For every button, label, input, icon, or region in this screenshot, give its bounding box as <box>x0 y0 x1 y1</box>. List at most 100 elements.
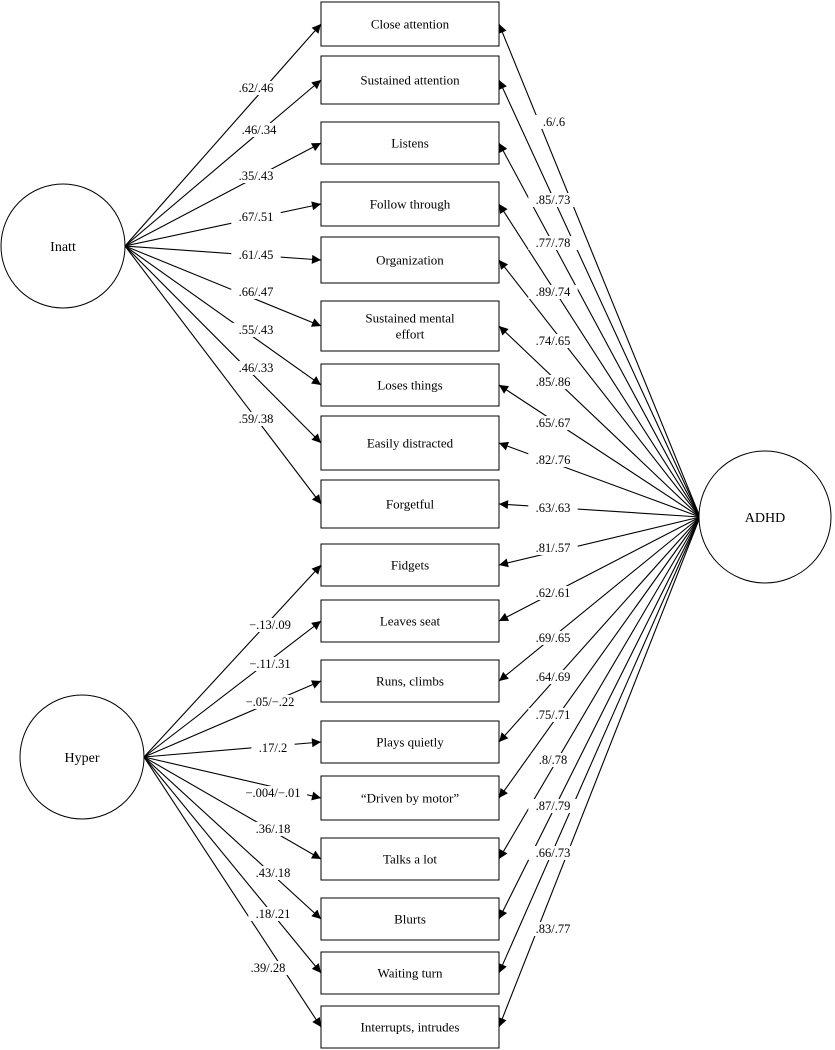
path-inatt-to-indicator <box>124 142 322 247</box>
indicator-box-rect <box>320 181 500 227</box>
path-adhd-to-indicator <box>498 325 701 518</box>
path-adhd-to-indicator <box>498 23 701 518</box>
general-loading-label-bg <box>531 753 575 767</box>
indicator-label: Forgetful <box>386 497 435 512</box>
indicator-label: Blurts <box>394 912 426 927</box>
factor-hyper-circle <box>19 694 145 820</box>
path-adhd-to-indicator <box>498 516 701 1028</box>
path-adhd-to-indicator <box>498 516 701 743</box>
indicator-box-rect <box>320 415 500 471</box>
specific-loading-label: .66/.47 <box>239 285 274 299</box>
general-loading-label: .69/.65 <box>536 631 571 645</box>
indicator-box-rect <box>320 1 500 47</box>
specific-loading-label-bg <box>231 248 281 262</box>
indicator-label: Loses things <box>377 378 442 393</box>
specific-loading-label-bg <box>251 741 295 755</box>
indicator-box: Close attention <box>320 1 500 47</box>
indicator-box-rect <box>320 121 500 165</box>
specific-loading-label: .39/.28 <box>251 961 286 975</box>
specific-loading-label-bg <box>231 169 281 183</box>
indicator-box: Fidgets <box>320 543 500 587</box>
general-loading-label-bg <box>535 115 573 129</box>
general-loading-label: .6/.6 <box>543 115 565 129</box>
path-adhd-to-indicator <box>498 516 701 682</box>
indicator-box-rect <box>320 1005 500 1049</box>
general-loading-label-bg <box>528 501 578 515</box>
specific-loading-label-bg <box>231 361 281 375</box>
general-loading-label-bg <box>528 586 578 600</box>
indicator-box-rect <box>320 55 500 105</box>
indicator-box: Sustained attention <box>320 55 500 105</box>
indicator-box: Interrupts, intrudes <box>320 1005 500 1049</box>
specific-loading-label: −.13/.09 <box>249 618 291 632</box>
indicator-box: Listens <box>320 121 500 165</box>
specific-loading-label: .59/.38 <box>239 412 274 426</box>
path-inatt-to-indicator <box>124 245 322 444</box>
indicator-label: Close attention <box>371 17 450 32</box>
path-inatt-to-indicator <box>124 23 322 247</box>
indicator-box: Follow through <box>320 181 500 227</box>
specific-loading-label-bg <box>231 210 281 224</box>
indicator-box-rect <box>320 951 500 995</box>
indicator-label: Waiting turn <box>377 966 443 981</box>
general-loading-label: .81/.57 <box>536 541 571 555</box>
path-inatt-to-indicator <box>124 79 322 247</box>
general-loading-label: .85/.86 <box>536 375 571 389</box>
path-hyper-to-indicator <box>143 756 322 860</box>
specific-loading-label-bg <box>248 822 298 836</box>
general-loading-label-bg <box>528 193 578 207</box>
specific-loading-label: −.05/−.22 <box>246 695 295 709</box>
specific-loading-label: −.11/.31 <box>249 657 290 671</box>
general-loading-label: .85/.73 <box>536 193 571 207</box>
specific-loading-label-bg <box>248 866 298 880</box>
path-inatt-to-indicator <box>124 201 322 247</box>
general-loading-label: .62/.61 <box>536 586 571 600</box>
indicator-label: Plays quietly <box>376 735 444 750</box>
general-loading-label-bg <box>528 453 578 467</box>
specific-loading-label-bg <box>239 695 301 709</box>
specific-loading-label: −.004/−.01 <box>245 786 300 800</box>
indicator-box-rect <box>320 720 500 764</box>
general-loading-label: .87/.79 <box>536 799 571 813</box>
indicator-box: Waiting turn <box>320 951 500 995</box>
general-loading-label-bg <box>528 285 578 299</box>
indicator-box-rect <box>320 479 500 529</box>
general-loading-label: .63/.63 <box>536 501 571 515</box>
indicator-box: “Driven by motor” <box>320 775 500 821</box>
indicator-label: Follow through <box>370 197 451 212</box>
general-loading-label-bg <box>528 541 578 555</box>
indicator-box-rect <box>320 300 500 352</box>
general-loading-label: .74/.65 <box>536 334 571 348</box>
specific-loading-label-bg <box>242 657 298 671</box>
indicator-label: Fidgets <box>391 558 429 573</box>
indicator-box-rect <box>320 543 500 587</box>
path-adhd-to-indicator <box>498 79 701 518</box>
specific-loading-label-bg <box>234 123 284 137</box>
path-adhd-to-indicator <box>498 516 701 799</box>
path-adhd-to-indicator <box>498 259 701 518</box>
general-loading-label-bg <box>528 631 578 645</box>
factor-adhd-label: ADHD <box>745 511 785 526</box>
specific-loading-label: .35/.43 <box>239 169 274 183</box>
specific-loading-label: .46/.33 <box>239 361 274 375</box>
indicator-label: Organization <box>376 253 444 268</box>
general-loading-label-bg <box>528 708 578 722</box>
indicator-label: Interrupts, intrudes <box>361 1020 460 1035</box>
specific-loading-label: .67/.51 <box>239 210 274 224</box>
indicator-label: effort <box>396 327 425 342</box>
indicator-box-rect <box>320 897 500 941</box>
indicator-box: Forgetful <box>320 479 500 529</box>
path-hyper-to-indicator <box>143 564 322 758</box>
path-inatt-to-indicator <box>124 245 322 505</box>
general-loading-label-bg <box>528 922 578 936</box>
specific-loading-label-bg <box>231 323 281 337</box>
specific-loading-label: .36/.18 <box>256 822 291 836</box>
indicator-box-rect <box>320 775 500 821</box>
indicator-label: Sustained mental <box>365 311 455 326</box>
general-loading-label-bg <box>528 375 578 389</box>
indicator-label: Runs, climbs <box>376 674 444 689</box>
path-inatt-to-indicator <box>124 245 322 386</box>
indicator-box: Loses things <box>320 363 500 407</box>
general-loading-label: .83/.77 <box>536 922 571 936</box>
path-adhd-to-indicator <box>498 516 701 622</box>
